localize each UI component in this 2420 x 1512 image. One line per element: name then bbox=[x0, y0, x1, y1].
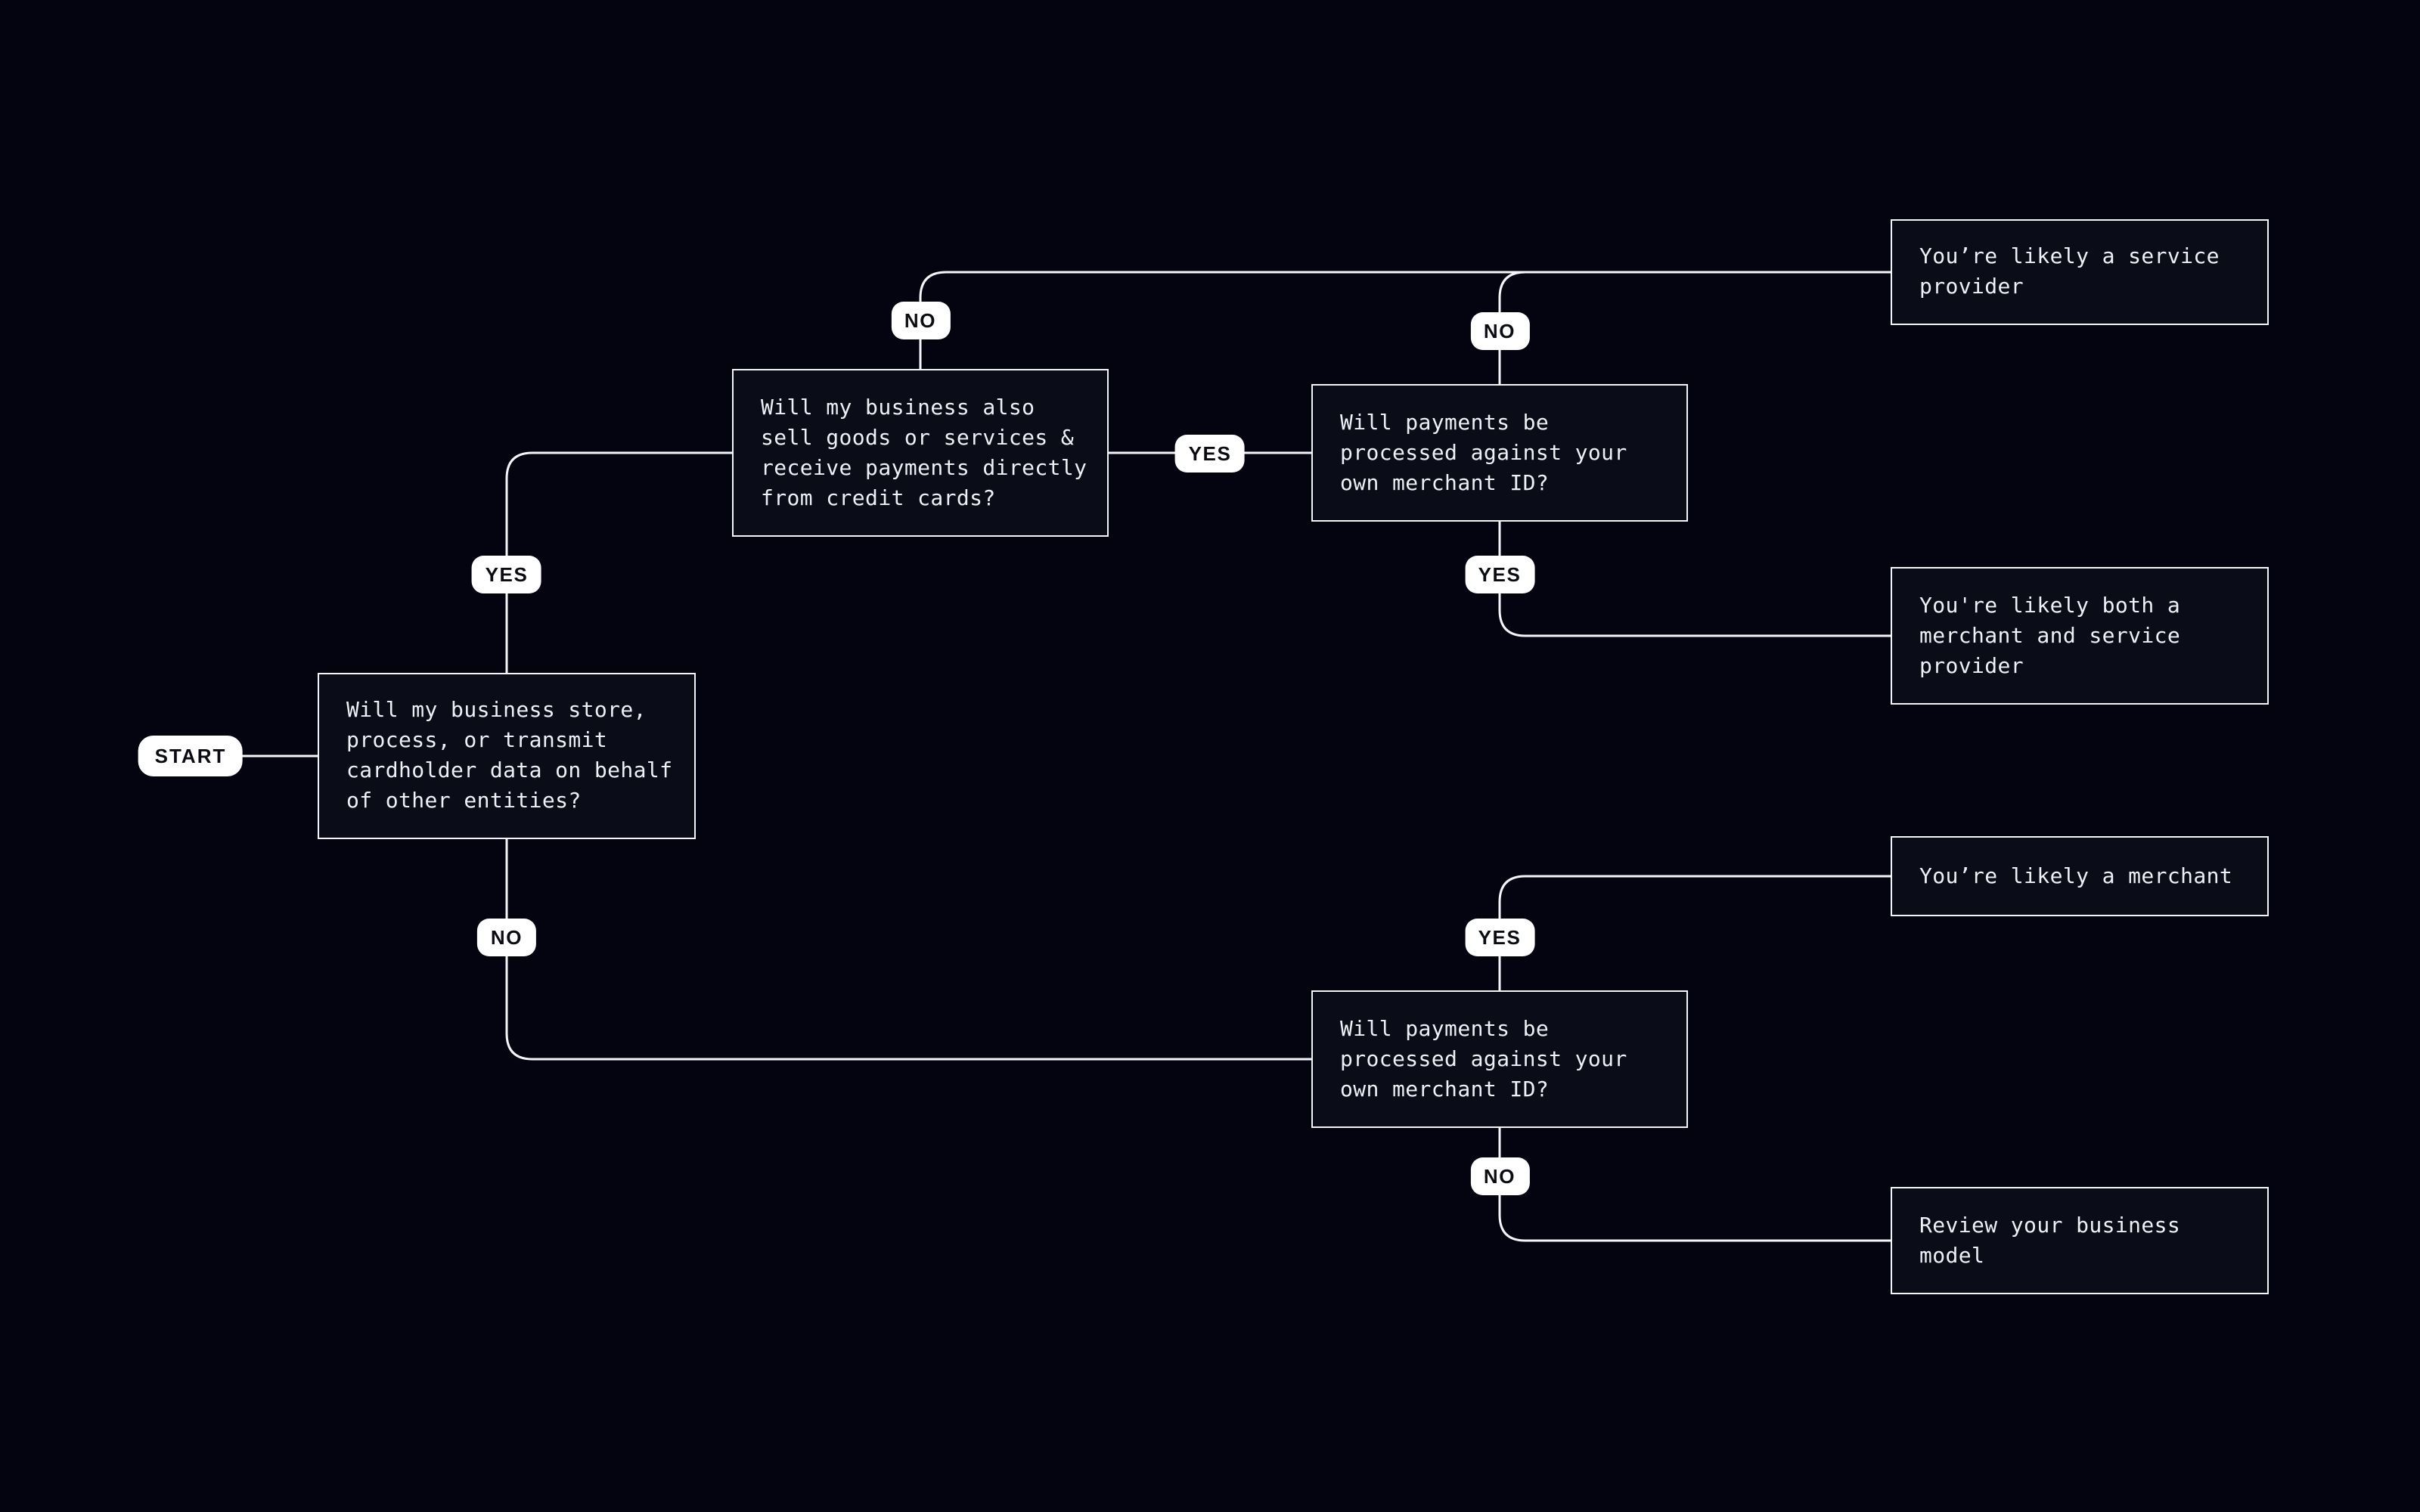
start-badge: START bbox=[138, 736, 244, 776]
branch-label-q4-no: NO bbox=[1469, 1157, 1530, 1195]
question-store-process-transmit: Will my business store, process, or tran… bbox=[318, 673, 696, 839]
outcome-merchant: You’re likely a merchant bbox=[1891, 836, 2269, 916]
branch-label-q3-no: NO bbox=[1469, 312, 1530, 350]
edge-q1-no-to-q4 bbox=[505, 839, 1311, 1061]
branch-label-q1-yes: YES bbox=[471, 556, 542, 593]
branch-label-q4-yes: YES bbox=[1464, 919, 1535, 956]
branch-label-q2-yes: YES bbox=[1174, 434, 1246, 472]
outcome-review-business-model: Review your business model bbox=[1891, 1187, 2269, 1294]
question-own-merchant-id-top: Will payments be processed against your … bbox=[1311, 384, 1688, 522]
edge-q3-no-to-service-provider bbox=[1498, 271, 1891, 384]
question-sell-goods-services: Will my business also sell goods or serv… bbox=[732, 369, 1109, 537]
edge-q1-yes-to-q2 bbox=[505, 451, 732, 673]
branch-label-q2-no: NO bbox=[890, 302, 951, 339]
edge-q4-yes-to-merchant bbox=[1498, 875, 1891, 990]
edge-q2-no-to-service-provider bbox=[919, 271, 1891, 369]
branch-label-q1-no: NO bbox=[476, 919, 537, 956]
edge-q3-yes-to-both bbox=[1498, 522, 1891, 637]
branch-label-q3-yes: YES bbox=[1464, 556, 1535, 593]
edge-q4-no-to-review bbox=[1498, 1128, 1891, 1242]
outcome-service-provider: You’re likely a service provider bbox=[1891, 219, 2269, 325]
outcome-merchant-and-service-provider: You're likely both a merchant and servic… bbox=[1891, 567, 2269, 705]
question-own-merchant-id-bottom: Will payments be processed against your … bbox=[1311, 990, 1688, 1128]
